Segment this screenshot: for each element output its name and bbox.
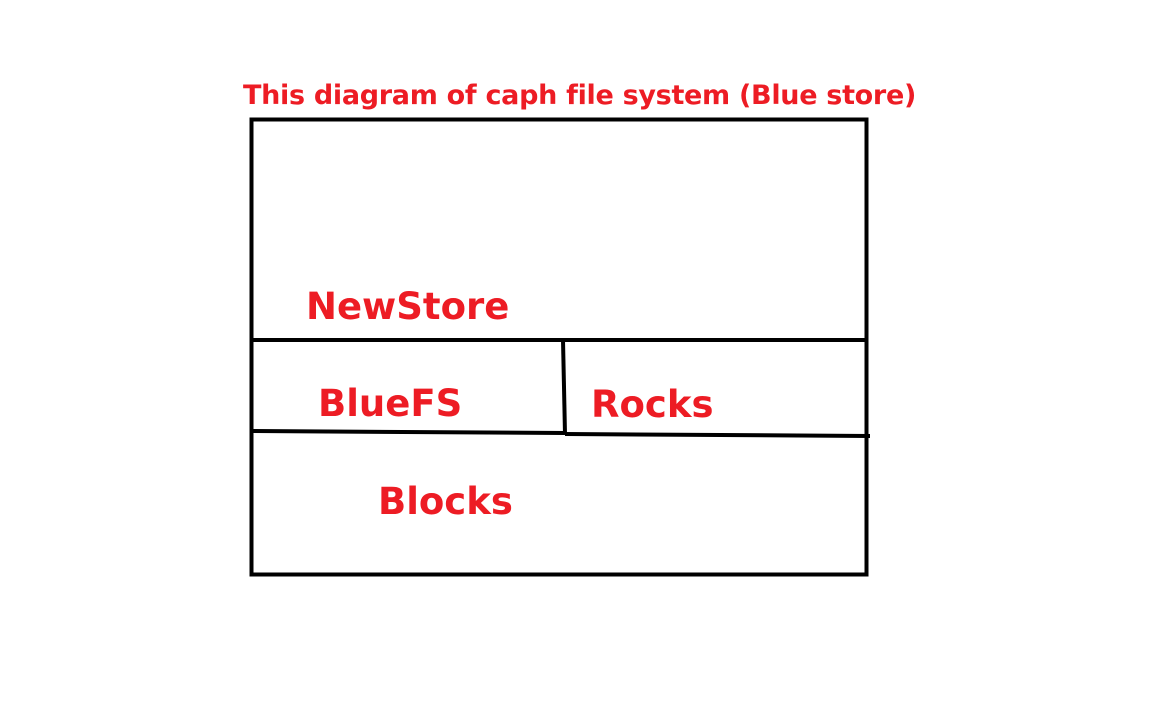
layer-bluefs-label: BlueFS [318, 382, 463, 425]
divider-rocks-bottom [564, 432, 871, 438]
diagram-title: This diagram of caph file system (Blue s… [243, 80, 916, 111]
outer-box [249, 117, 869, 577]
divider-bluefs-rocks-vertical [561, 339, 567, 435]
layer-blocks-label: Blocks [378, 480, 513, 523]
layer-newstore-label: NewStore [306, 285, 510, 328]
layer-rocks-label: Rocks [591, 383, 714, 426]
divider-bluefs-bottom [250, 429, 566, 435]
